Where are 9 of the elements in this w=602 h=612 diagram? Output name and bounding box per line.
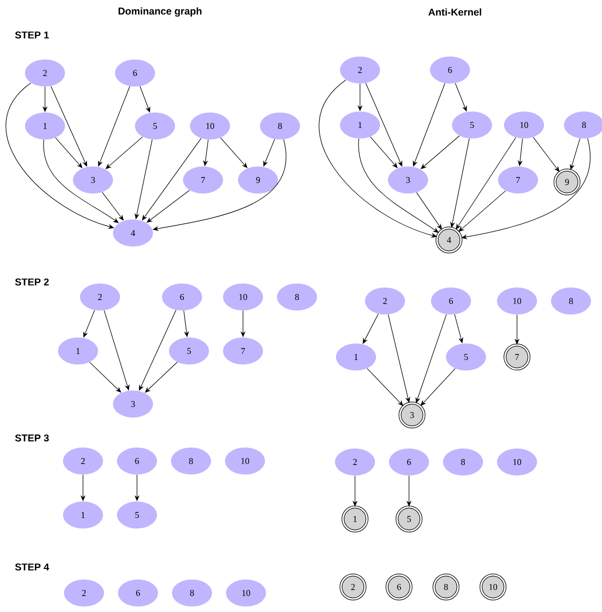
column-heading: Dominance graph (118, 7, 202, 17)
step-label: STEP 1 (15, 31, 49, 39)
arrow (420, 135, 460, 170)
step-label: STEP 3 (15, 434, 49, 442)
step-label: STEP 4 (15, 563, 50, 571)
arrow (358, 138, 439, 233)
column-heading: Anti-Kernel (428, 8, 482, 16)
step-label: STEP 2 (15, 278, 49, 286)
arrow (89, 362, 122, 393)
